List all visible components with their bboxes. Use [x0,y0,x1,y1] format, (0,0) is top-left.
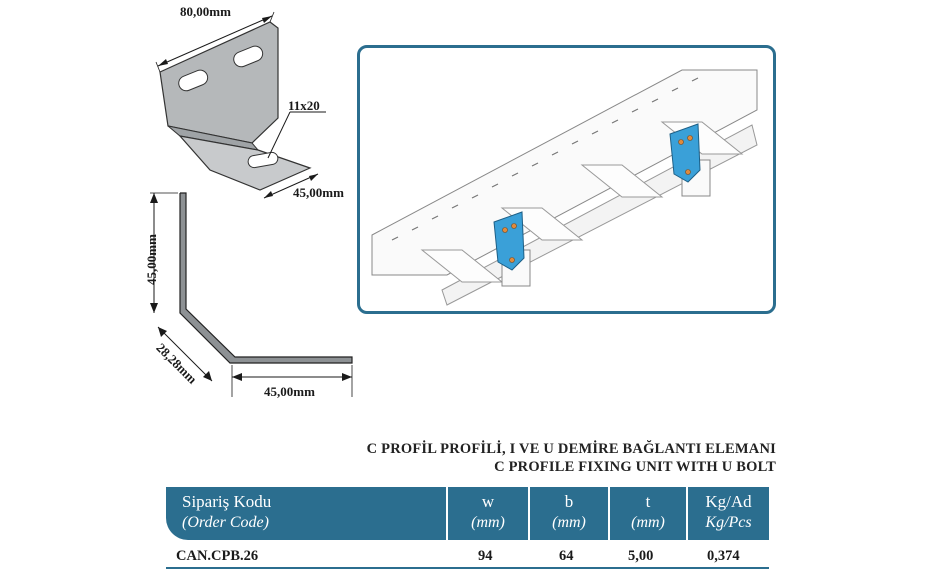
table-bottom-rule [166,567,769,569]
profile-outline [179,192,353,364]
dim-vertical: 45,00mm [144,234,159,285]
dim-slot-size: 11x20 [288,98,320,113]
product-title-tr: C PROFİL PROFİLİ, I VE U DEMİRE BAĞLANTI… [366,441,776,457]
bracket-3d-drawing [155,11,326,199]
header-b: b (mm) [552,492,586,531]
bracket-profile-drawing [150,192,353,397]
cell-weight: 0,374 [707,548,740,564]
cell-order-code: CAN.CPB.26 [176,548,259,564]
header-w: w (mm) [471,492,505,531]
cell-t: 5,00 [628,548,654,564]
cell-b: 64 [559,548,574,564]
cell-w: 94 [478,548,493,564]
product-title-en: C PROFILE FIXING UNIT WITH U BOLT [494,459,776,475]
header-weight: Kg/Ad Kg/Pcs [705,492,752,531]
slot-hole [247,151,279,169]
tray-rail-front [371,69,758,276]
dim-horizontal: 45,00mm [264,384,315,399]
bracket-lower-plate [178,135,312,191]
header-t: t (mm) [631,492,665,531]
bracket-upper-plate [159,21,279,144]
table-row: CAN.CPB.26 94 64 5,00 0,374 [166,548,769,568]
cable-tray-illustration [371,69,758,306]
highlighted-bracket [669,123,701,183]
spec-table-header: Sipariş Kodu (Order Code) w (mm) b (mm) … [166,487,769,540]
header-order-code: Sipariş Kodu (Order Code) [182,492,272,531]
dim-base-length: 45,00mm [293,185,344,200]
dim-top-width: 80,00mm [180,4,231,19]
slot-hole [233,45,264,68]
slot-hole [178,69,209,92]
highlighted-bracket [493,211,525,271]
